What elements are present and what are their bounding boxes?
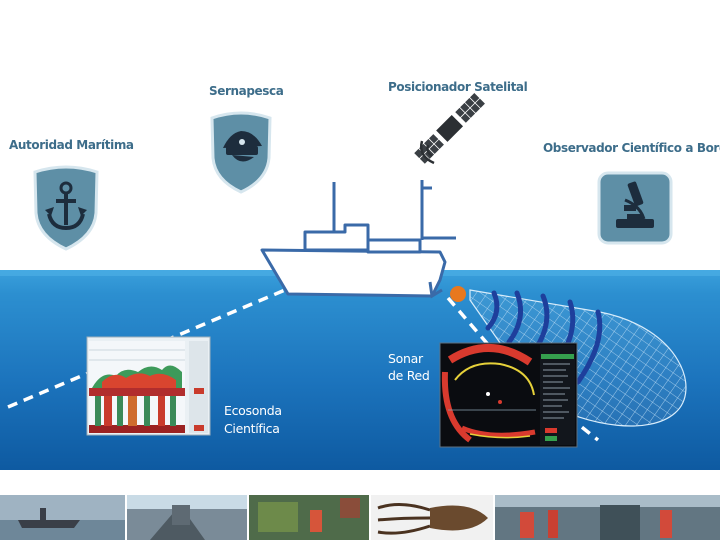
squid-photo bbox=[371, 495, 493, 540]
fishing-vessel bbox=[262, 225, 445, 296]
net-crew-photo bbox=[249, 495, 369, 540]
label-autoridad-maritima: Autoridad Marítima bbox=[9, 138, 134, 152]
sonar-screen bbox=[440, 343, 577, 447]
label-ecosonda-line-2: Científica bbox=[224, 421, 280, 437]
ecosonda-screen bbox=[87, 337, 210, 435]
anchor-shield-icon bbox=[35, 167, 97, 249]
sonar-beacon bbox=[450, 286, 466, 302]
label-sonar-line-2: de Red bbox=[388, 368, 430, 384]
label-ecosonda-line-1: Ecosonda bbox=[224, 403, 282, 419]
trawler-deck-photo bbox=[127, 495, 247, 540]
label-sernapesca: Sernapesca bbox=[209, 84, 283, 98]
onboard-workers-photo bbox=[495, 495, 720, 540]
fishing-vessel-photo bbox=[0, 495, 125, 540]
microscope-icon bbox=[599, 173, 671, 243]
label-observador-cientifico: Observador Científico a Bordo bbox=[543, 141, 720, 155]
police-cap-shield-icon bbox=[212, 113, 270, 192]
label-posicionador-satelital: Posicionador Satelital bbox=[388, 80, 527, 94]
label-sonar-line-1: Sonar bbox=[388, 351, 423, 367]
satellite-icon bbox=[414, 92, 486, 164]
photo-strip bbox=[0, 495, 720, 540]
